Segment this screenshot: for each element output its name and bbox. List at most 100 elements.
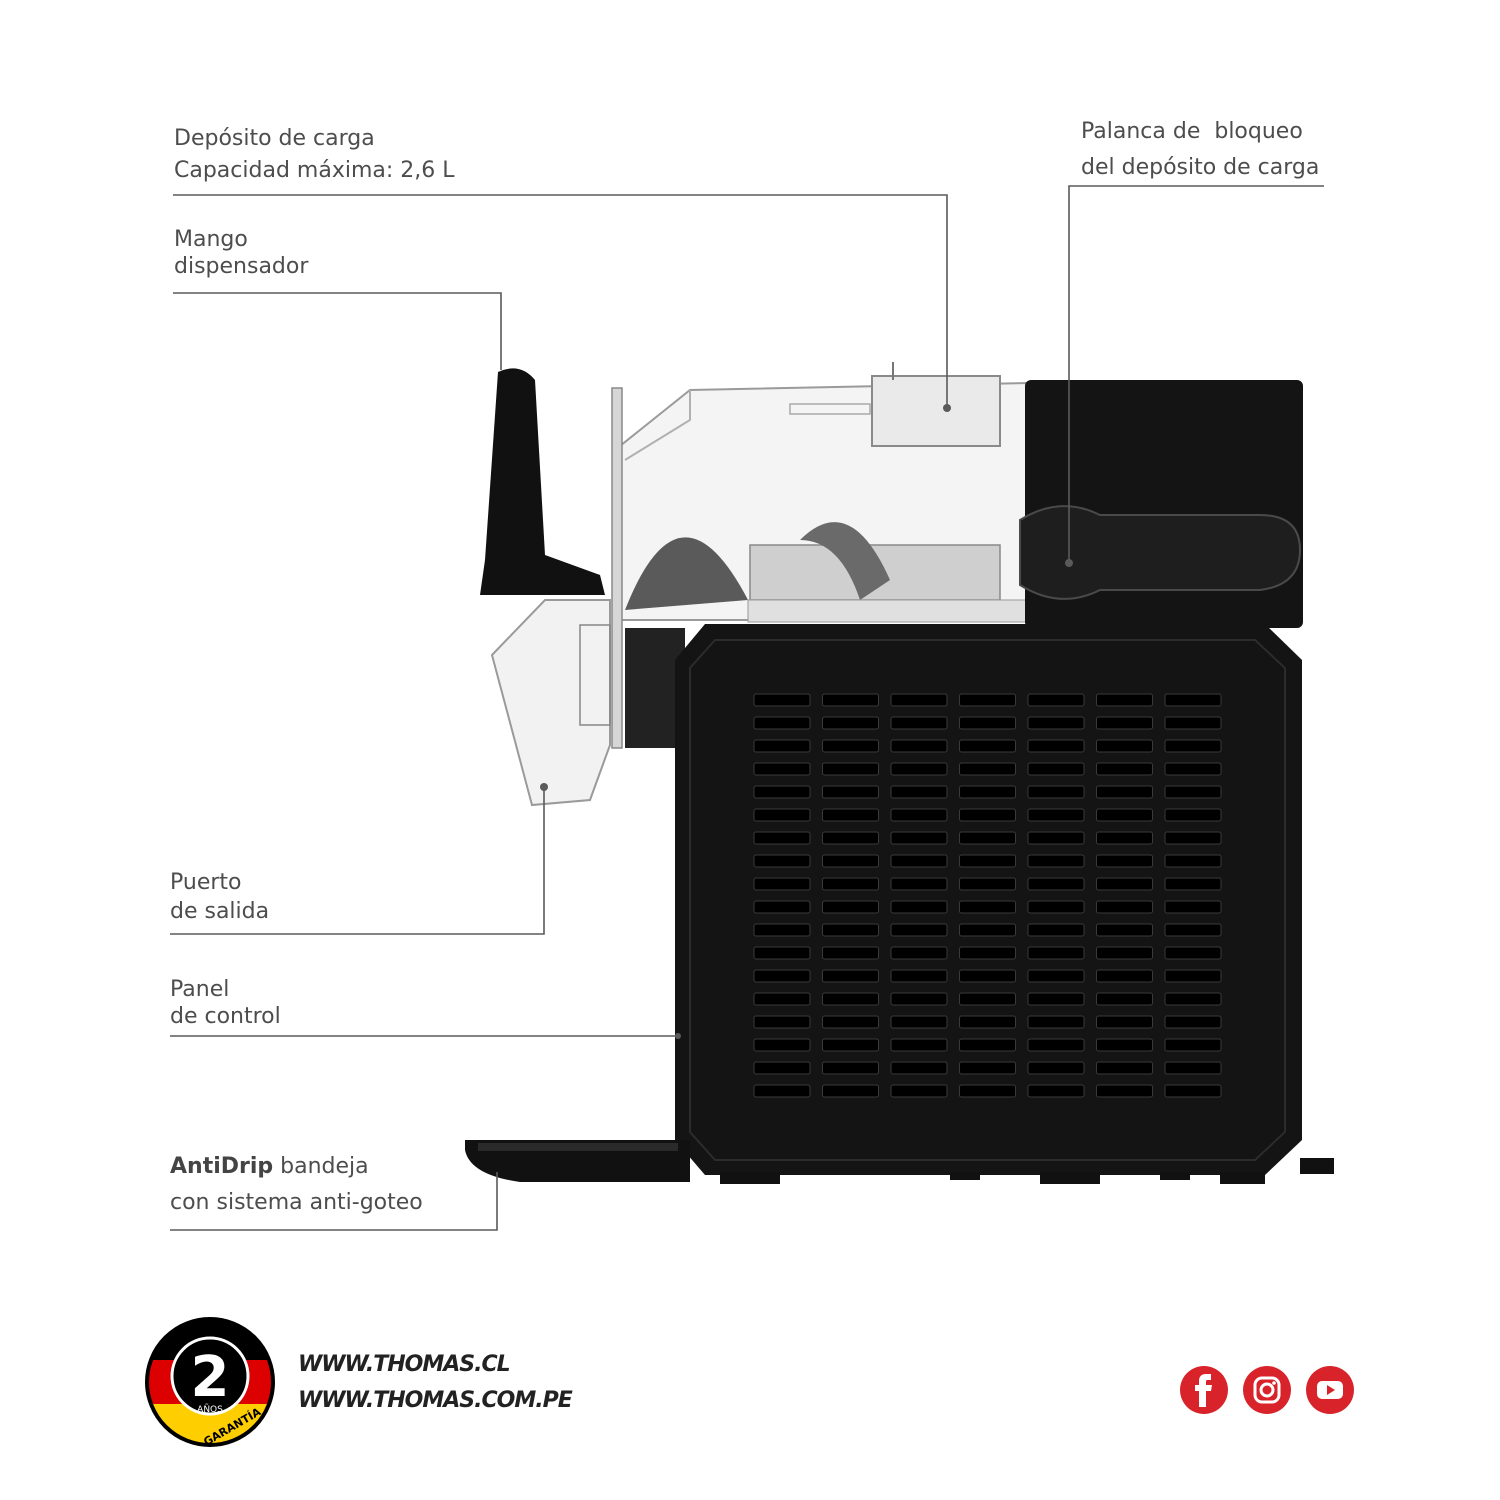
vent-slot (959, 785, 1016, 799)
vent-slot (959, 1038, 1016, 1052)
vent-slot (890, 808, 948, 822)
vent-slot (1096, 808, 1153, 822)
vent-slot (753, 854, 811, 868)
vent-slot (1027, 923, 1085, 937)
vent-slot (1164, 1084, 1222, 1098)
vent-slot (890, 716, 948, 730)
vent-slot (753, 946, 811, 960)
vent-slot (753, 992, 811, 1006)
vent-slot (1027, 831, 1085, 845)
vent-slot (753, 808, 811, 822)
vent-slot (1027, 854, 1085, 868)
label-panel-de-control: Panel de control (170, 977, 281, 1029)
vent-slot (822, 808, 879, 822)
vent-slot (822, 1038, 879, 1052)
vent-slot (959, 762, 1016, 776)
vent-slot (822, 739, 879, 753)
vent-slot (890, 831, 948, 845)
vent-slot (822, 946, 879, 960)
vent-slot (1096, 1015, 1153, 1029)
vent-slot (1164, 739, 1222, 753)
vent-slot (890, 946, 948, 960)
instagram-icon[interactable] (1243, 1366, 1291, 1414)
leader-lines (170, 185, 1324, 1231)
vent-slot (1096, 1084, 1153, 1098)
vent-slot (959, 946, 1016, 960)
vent-slot (890, 739, 948, 753)
svg-text:AÑOS: AÑOS (197, 1404, 223, 1415)
youtube-icon[interactable] (1306, 1366, 1354, 1414)
vent-slot (1027, 1038, 1085, 1052)
url-thomas-cl[interactable]: WWW.THOMAS.CL (298, 1352, 511, 1377)
vent-slot (1164, 808, 1222, 822)
vent-slot (890, 1038, 948, 1052)
vent-slot (1027, 1084, 1085, 1098)
vent-slot (1096, 1061, 1153, 1075)
vent-slot (959, 739, 1016, 753)
vent-slot (822, 1061, 879, 1075)
vent-slot (822, 785, 879, 799)
vent-slot (890, 1084, 948, 1098)
vent-slot (959, 992, 1016, 1006)
label-antidrip-bandeja: AntiDrip bandeja con sistema anti-goteo (170, 1154, 423, 1215)
vent-slot (959, 923, 1016, 937)
vent-slot (1096, 854, 1153, 868)
vent-slot (1164, 693, 1222, 707)
vent-slot (890, 900, 948, 914)
vent-slot (753, 969, 811, 983)
vent-slot (753, 716, 811, 730)
vent-slot (1164, 992, 1222, 1006)
vent-slot (753, 1061, 811, 1075)
vent-slot (959, 716, 1016, 730)
vent-slot (822, 1084, 879, 1098)
vent-slot (1096, 716, 1153, 730)
vent-slot (1096, 693, 1153, 707)
vent-slot (1164, 785, 1222, 799)
vent-slot (959, 1084, 1016, 1098)
vent-slot (890, 854, 948, 868)
vent-slot (959, 1015, 1016, 1029)
vent-slot (890, 762, 948, 776)
vent-slot (753, 900, 811, 914)
vent-slot (753, 762, 811, 776)
vent-slot (1027, 1061, 1085, 1075)
vent-slot (753, 1038, 811, 1052)
vent-slot (1096, 831, 1153, 845)
vent-slot (1096, 1038, 1153, 1052)
vent-slot (890, 877, 948, 891)
vent-slot (959, 900, 1016, 914)
vent-slot (753, 693, 811, 707)
vent-slot (959, 854, 1016, 868)
warranty-number: 2 (191, 1345, 230, 1410)
vent-slot (753, 877, 811, 891)
vent-slot (1027, 946, 1085, 960)
vent-slot (1164, 1038, 1222, 1052)
vent-slot (890, 992, 948, 1006)
vent-slot (753, 1015, 811, 1029)
vent-slot (1164, 946, 1222, 960)
vent-slot (1027, 900, 1085, 914)
vent-slot (753, 785, 811, 799)
vent-slot (1164, 900, 1222, 914)
label-puerto-de-salida: Puerto de salida (170, 870, 270, 924)
vent-slot (1096, 946, 1153, 960)
vent-slot (890, 785, 948, 799)
url-thomas-com-pe[interactable]: WWW.THOMAS.COM.PE (298, 1388, 573, 1413)
label-palanca-de-bloqueo: Palanca de bloqueo del depósito de carga (1081, 119, 1320, 180)
vent-slot (1096, 969, 1153, 983)
vent-grille (753, 693, 1222, 1098)
vent-slot (890, 923, 948, 937)
vent-slot (1096, 992, 1153, 1006)
vent-slot (822, 762, 879, 776)
vent-slot (753, 923, 811, 937)
vent-slot (822, 923, 879, 937)
vent-slot (890, 693, 948, 707)
warranty-badge: 2 AÑOS GARANTÍA (145, 1317, 275, 1448)
vent-slot (753, 831, 811, 845)
vent-slot (822, 900, 879, 914)
facebook-icon[interactable] (1180, 1366, 1228, 1414)
vent-slot (890, 969, 948, 983)
vent-slot (1096, 739, 1153, 753)
vent-slot (1164, 1061, 1222, 1075)
vent-slot (1096, 785, 1153, 799)
